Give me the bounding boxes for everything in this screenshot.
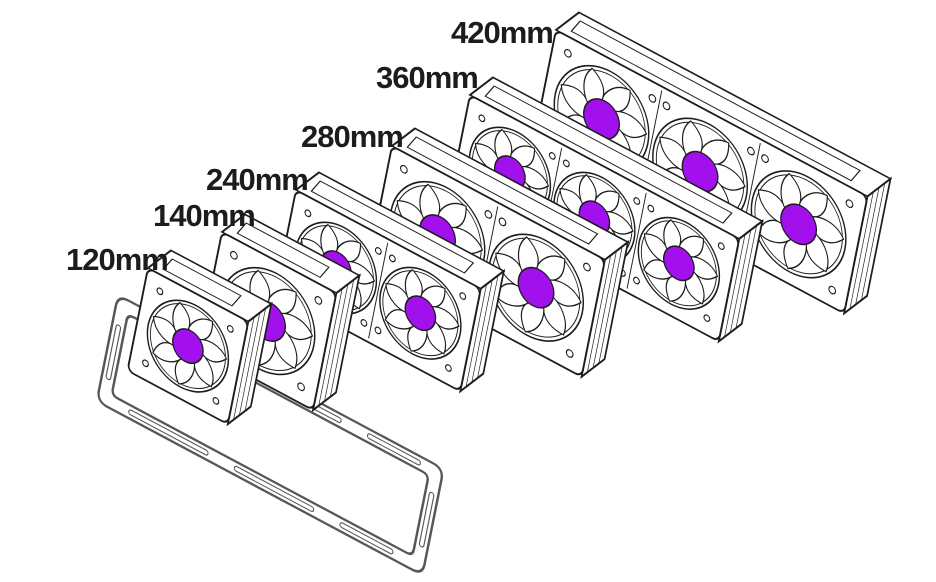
label-360mm: 360mm: [376, 60, 478, 95]
radiator-top-slot: [570, 20, 861, 182]
fan-hub: [780, 203, 818, 246]
bracket-slot: [418, 491, 435, 548]
fin-line: [324, 284, 349, 402]
fin-line: [318, 288, 343, 406]
radiator-top-slot: [310, 180, 475, 274]
bracket-slot: [128, 409, 209, 456]
fan-hub: [404, 295, 437, 332]
frame-separator: [368, 242, 389, 339]
screw-hole: [212, 397, 220, 405]
screw-hole: [230, 250, 238, 260]
fan-icon: [750, 170, 847, 279]
frame-separator: [626, 192, 647, 289]
screw-hole: [297, 382, 305, 392]
label-280mm: 280mm: [301, 119, 403, 154]
fin-line: [861, 183, 886, 301]
fan-icon: [146, 299, 230, 393]
fan-icon: [379, 266, 462, 360]
radiator-120mm: [127, 249, 273, 427]
screw-hole: [304, 209, 312, 218]
fan-hub: [172, 328, 204, 365]
fin-line: [849, 191, 874, 310]
radiator-top-slot: [406, 136, 599, 245]
size-labels: 120mm 140mm 240mm 280mm 360mm 420mm: [66, 15, 554, 277]
fin-line: [244, 308, 266, 412]
screw-hole: [388, 254, 396, 263]
screw-hole: [747, 146, 755, 156]
screw-hole: [662, 101, 671, 111]
fin-line: [855, 187, 880, 305]
screw-hole: [226, 325, 234, 333]
screw-hole: [142, 359, 149, 368]
bracket-frame: [97, 297, 443, 573]
screw-hole: [374, 247, 382, 255]
fin-line: [729, 229, 752, 333]
screw-hole: [374, 326, 382, 335]
fan-hub: [517, 266, 555, 309]
fin-line: [238, 312, 261, 416]
screw-hole: [761, 154, 769, 163]
mounting-bracket: [97, 297, 443, 573]
screw-hole: [459, 292, 467, 300]
label-240mm: 240mm: [206, 162, 308, 197]
screw-hole: [478, 114, 486, 123]
screw-hole: [564, 48, 572, 58]
fan-hub: [663, 245, 695, 282]
screw-hole: [647, 204, 655, 213]
radiator-top-slot: [236, 222, 330, 279]
screw-hole: [633, 276, 640, 285]
screw-hole: [648, 94, 657, 103]
bracket-slot: [339, 522, 394, 555]
screw-hole: [498, 217, 507, 227]
fin-line: [477, 275, 499, 379]
fin-line: [471, 279, 493, 383]
fin-line: [233, 317, 255, 420]
label-140mm: 140mm: [153, 198, 255, 233]
fin-line: [465, 284, 487, 388]
screw-hole: [400, 164, 408, 174]
fin-line: [724, 234, 746, 338]
screw-hole: [703, 314, 711, 322]
screw-hole: [828, 285, 837, 295]
fin-line: [598, 246, 623, 364]
screw-hole: [565, 349, 574, 358]
bracket-slot: [105, 324, 122, 381]
label-120mm: 120mm: [66, 242, 168, 277]
fin-line: [587, 255, 612, 373]
screw-hole: [156, 287, 164, 296]
fin-line: [735, 225, 757, 329]
screw-hole: [484, 210, 493, 219]
fin-line: [329, 279, 354, 398]
screw-hole: [444, 364, 452, 372]
screw-hole: [360, 319, 368, 327]
screw-hole: [845, 199, 854, 209]
bracket-slot: [366, 433, 421, 466]
screw-hole: [548, 152, 556, 160]
fan-icon: [637, 216, 721, 310]
radiator-top-slot: [484, 85, 733, 224]
screw-hole: [633, 197, 641, 205]
fin-line: [592, 250, 617, 369]
screw-hole: [314, 296, 323, 305]
radiator-units: [97, 11, 893, 573]
screw-hole: [583, 262, 591, 272]
label-420mm: 420mm: [451, 15, 553, 50]
screw-hole: [717, 242, 725, 250]
screw-hole: [562, 159, 570, 168]
radiator-top-slot: [162, 258, 242, 307]
bracket-slot: [233, 465, 315, 513]
